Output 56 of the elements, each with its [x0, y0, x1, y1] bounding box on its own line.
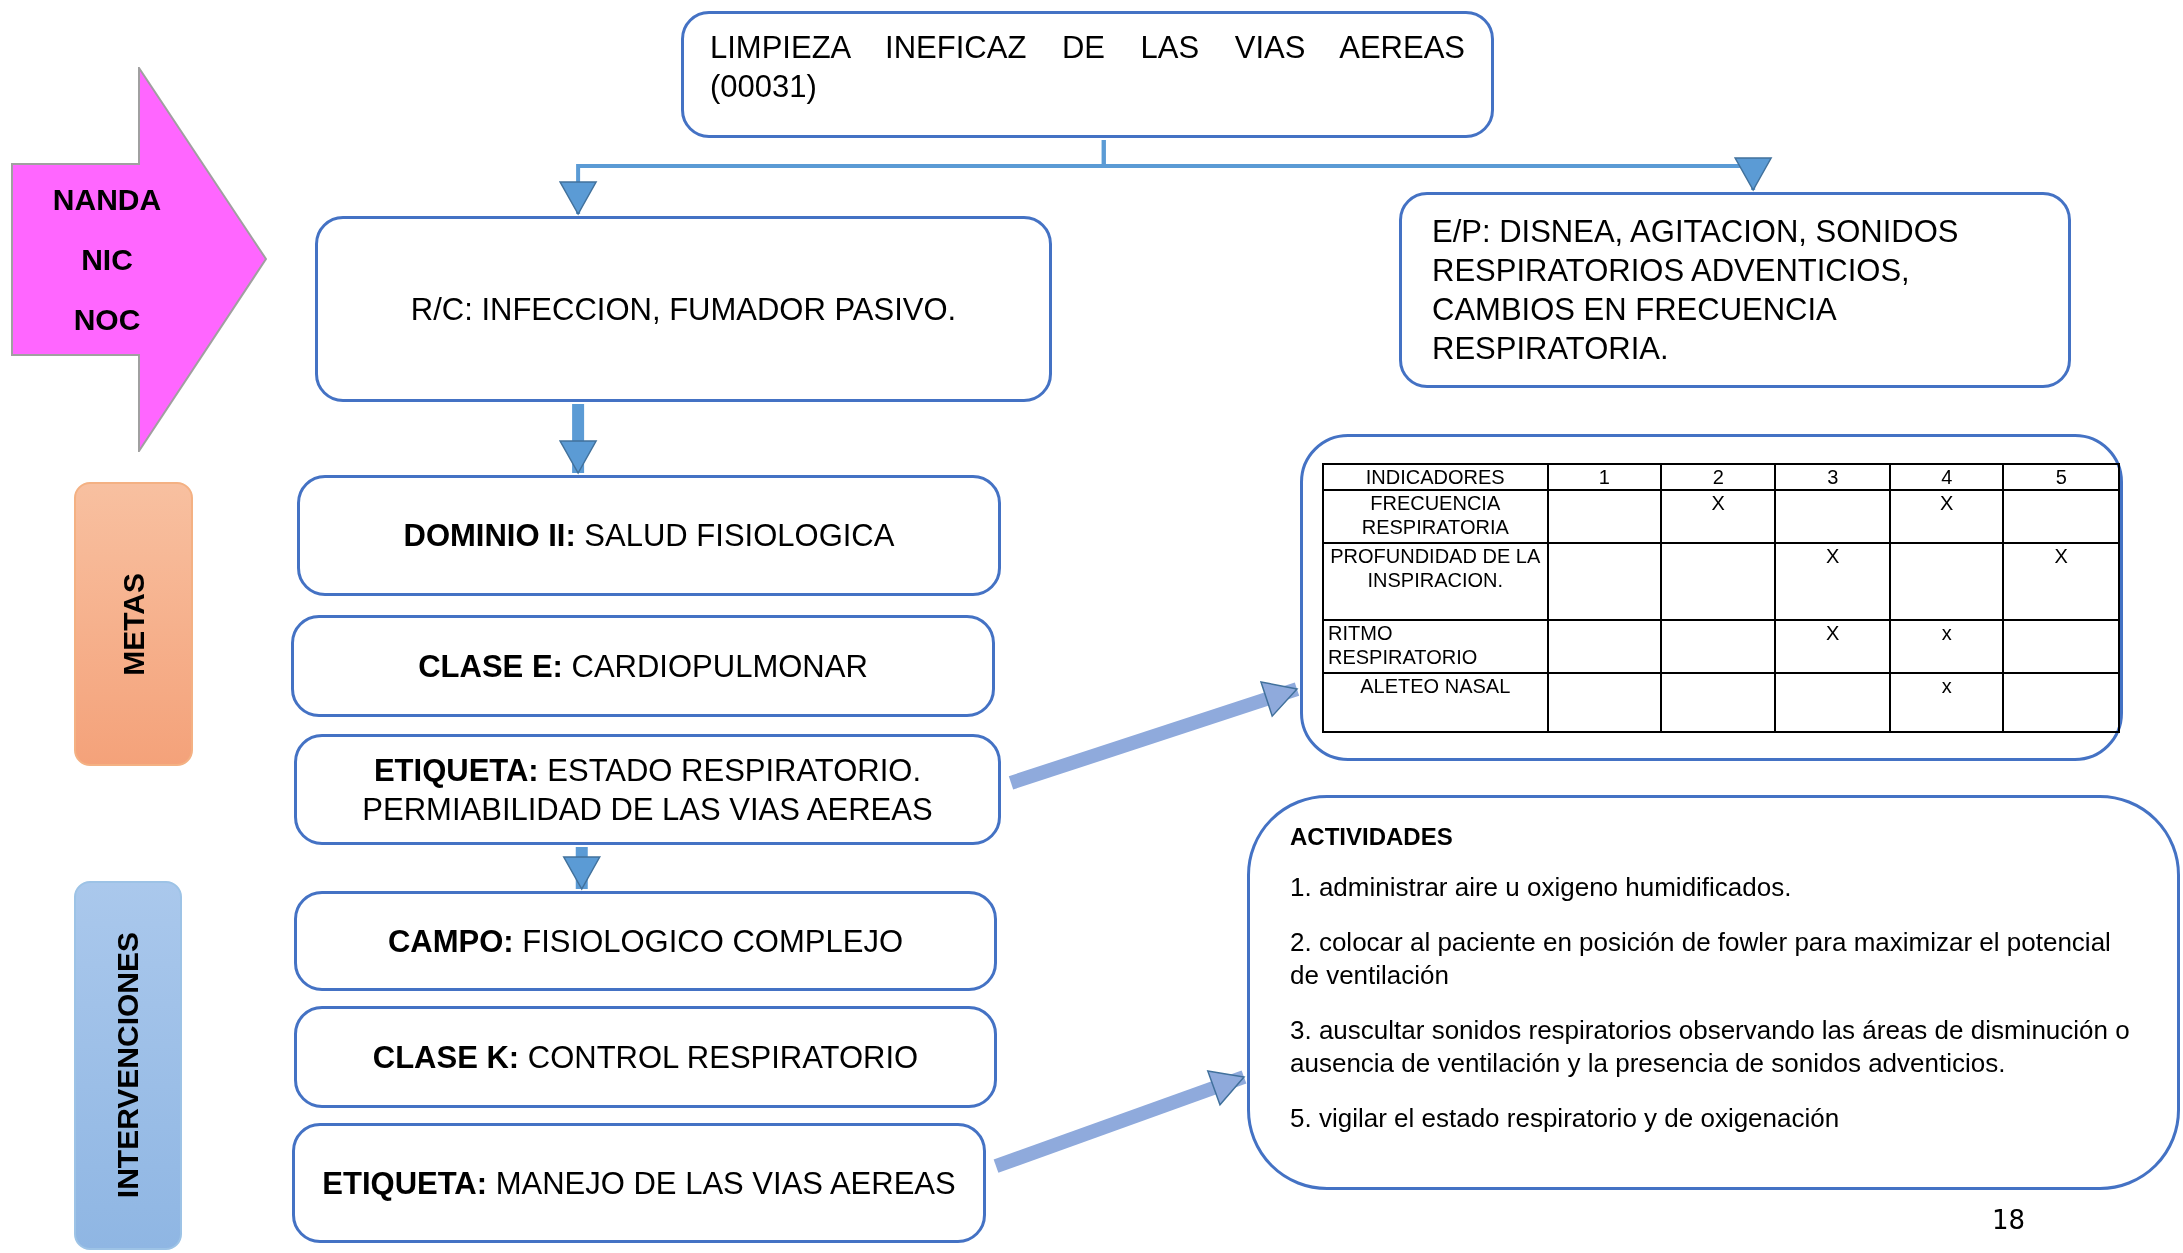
process-box	[681, 11, 1494, 138]
box-text: ETIQUETA: MANEJO DE LAS VIAS AEREAS	[322, 1164, 956, 1203]
table-cell: FRECUENCIA RESPIRATORIA	[1323, 490, 1548, 543]
table-cell: X	[1775, 543, 1890, 620]
table-cell: x	[1889, 673, 2004, 732]
list-heading: ACTIVIDADES	[1290, 822, 1453, 852]
arrow	[993, 1070, 1247, 1173]
arrow	[559, 404, 597, 474]
table-cell: 5	[2003, 464, 2119, 490]
table-cell: RITMO RESPIRATORIO	[1323, 620, 1548, 673]
side-band	[74, 881, 182, 1250]
table-cell: 1	[1547, 464, 1661, 490]
arrow	[563, 847, 601, 890]
box-text: CLASE K: CONTROL RESPIRATORIO	[372, 1038, 919, 1077]
node-label: NANDA	[52, 182, 162, 217]
band-label: METAS	[116, 572, 151, 676]
process-box	[297, 475, 1001, 596]
table-cell: 2	[1660, 464, 1776, 490]
list-item: 3. auscultar sonidos respiratorios observando las áreas de disminución o ausencia de ventilación y la presencia de sonidos adventicios.	[1290, 1014, 2131, 1080]
table-cell: X	[2003, 543, 2119, 620]
process-box	[1399, 192, 2071, 388]
process-box	[294, 734, 1001, 845]
table-cell: INDICADORES	[1323, 464, 1548, 490]
box-text: CAMPO: FISIOLOGICO COMPLEJO	[388, 922, 903, 961]
box-text: CLASE E: CARDIOPULMONAR	[418, 647, 868, 686]
band-label: INTERVENCIONES	[111, 932, 145, 1199]
process-box	[315, 216, 1052, 402]
process-box	[294, 1006, 997, 1108]
table-cell: 4	[1889, 464, 2004, 490]
process-box	[292, 1123, 986, 1243]
box-text: DOMINIO II: SALUD FISIOLOGICA	[403, 517, 895, 555]
box-text: R/C: INFECCION, FUMADOR PASIVO.	[410, 290, 957, 329]
arrow	[1008, 681, 1300, 790]
node-label: NOC	[73, 302, 141, 337]
table-cell: ALETEO NASAL	[1323, 673, 1548, 732]
box-text: LIMPIEZA INEFICAZ DE LAS VIAS AEREAS (00031)	[710, 29, 1465, 106]
table-box	[1300, 434, 2123, 761]
node-label: NIC	[81, 242, 133, 277]
box-text: E/P: DISNEA, AGITACION, SONIDOS RESPIRATORIOS ADVENTICIOS, CAMBIOS EN FRECUENCIA RESPIRATORIA.	[1432, 213, 1960, 368]
table-cell: X	[1889, 490, 2004, 543]
table-cell: 3	[1775, 464, 1890, 490]
table-cell: X	[1775, 620, 1890, 673]
process-box	[294, 891, 997, 991]
list-item: 5. vigilar el estado respiratorio y de oxigenación	[1290, 1102, 1840, 1135]
table-cell: PROFUNDIDAD DE LA INSPIRACION.	[1323, 543, 1548, 620]
page-number: 18	[1992, 1205, 2026, 1235]
block-arrow-shape	[11, 67, 267, 452]
box-text: ETIQUETA: ESTADO RESPIRATORIO. PERMIABILIDAD DE LAS VIAS AEREAS	[361, 751, 934, 829]
side-band	[74, 482, 193, 766]
table-cell: X	[1660, 490, 1776, 543]
table-cell: x	[1889, 620, 2004, 673]
activity-box	[1247, 795, 2180, 1190]
arrow	[1101, 140, 1772, 191]
list-item: 2. colocar al paciente en posición de fowler para maximizar el potencial de ventilación	[1290, 926, 2112, 992]
process-box	[291, 615, 995, 717]
list-item: 1. administrar aire u oxigeno humidificados.	[1290, 871, 1792, 904]
